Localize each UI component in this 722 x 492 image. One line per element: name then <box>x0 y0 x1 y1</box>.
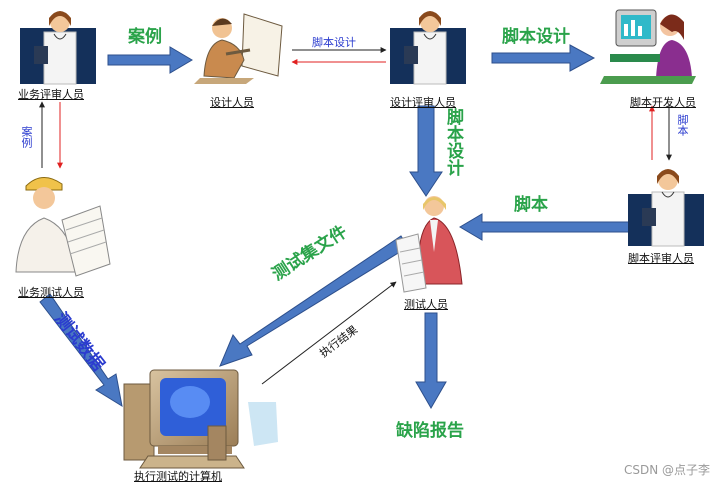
edge-label-case-top: 案例 <box>128 27 162 47</box>
edge-label-case-left: 案例 <box>20 126 33 148</box>
role-designer: 设计人员 <box>210 96 254 109</box>
edge-label-script-design-down: 脚本设计 <box>443 108 463 176</box>
business-reviewer-icon <box>20 11 96 85</box>
script-reviewer-icon <box>628 169 704 247</box>
role-script-developer: 脚本开发人员 <box>630 96 696 109</box>
exec-computer-icon <box>123 369 278 469</box>
role-script-reviewer: 脚本评审人员 <box>628 252 694 265</box>
edge-label-script-small: 脚本 <box>676 114 689 136</box>
designer-icon <box>194 13 283 84</box>
role-design-reviewer: 设计评审人员 <box>390 96 456 109</box>
tester-icon <box>395 196 463 293</box>
arrow-reviewer-to-designer <box>107 46 193 74</box>
role-business-reviewer: 业务评审人员 <box>18 88 84 101</box>
arrow-computer-to-tester-result <box>261 281 397 385</box>
arrow-tester-to-defect <box>415 312 447 410</box>
arrow-reviewer-to-developer <box>491 44 596 72</box>
arrow-tester-to-computer <box>219 235 409 367</box>
edge-label-script-design-right: 脚本设计 <box>502 27 570 47</box>
edge-label-defect-report: 缺陷报告 <box>396 421 464 441</box>
watermark: CSDN @点子李 <box>623 463 710 477</box>
design-reviewer-icon <box>390 11 466 85</box>
edge-label-script-design-small: 脚本设计 <box>312 36 356 49</box>
script-developer-icon <box>600 9 696 84</box>
role-tester: 测试人员 <box>404 298 448 311</box>
edge-label-script-left: 脚本 <box>514 195 548 215</box>
role-exec-computer: 执行测试的计算机 <box>134 470 222 483</box>
role-business-tester: 业务测试人员 <box>18 286 84 299</box>
business-tester-icon <box>15 177 111 277</box>
arrow-script-reviewer-to-tester <box>459 213 633 241</box>
arrow-biztester-to-computer <box>39 293 123 408</box>
arrow-reviewer-to-tester <box>409 105 443 197</box>
